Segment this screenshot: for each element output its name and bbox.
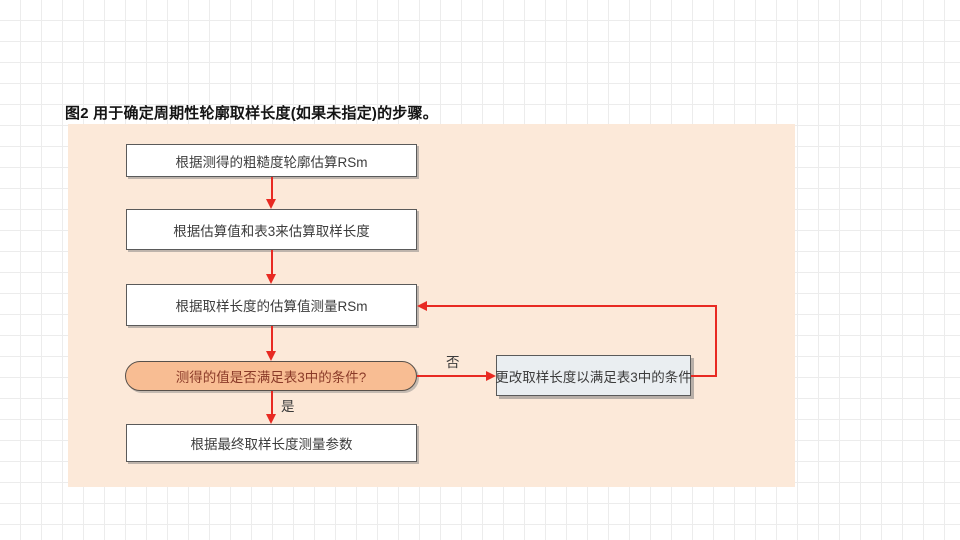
connector-line-1 xyxy=(270,177,273,200)
flow-node-adjust-length: 更改取样长度以满足表3中的条件 xyxy=(495,355,692,396)
arrow-right-icon xyxy=(486,371,496,381)
flow-node-measure-params: 根据最终取样长度测量参数 xyxy=(126,424,417,462)
arrow-down-icon xyxy=(266,274,276,284)
flow-node-condition-check: 测得的值是否满足表3中的条件? xyxy=(125,361,417,391)
arrow-down-icon xyxy=(266,199,276,209)
flow-node-estimate-length: 根据估算值和表3来估算取样长度 xyxy=(126,209,417,250)
flow-node-estimate-rsm: 根据测得的粗糙度轮廓估算RSm xyxy=(126,144,417,177)
feedback-line-bottom xyxy=(691,375,717,377)
connector-line-yes xyxy=(270,391,273,415)
connector-line-no xyxy=(417,375,487,377)
connector-line-3 xyxy=(270,326,273,352)
figure-caption: 图2 用于确定周期性轮廓取样长度(如果未指定)的步骤。 xyxy=(65,105,438,122)
arrow-down-icon xyxy=(266,414,276,424)
connector-line-2 xyxy=(270,250,273,275)
arrow-left-icon xyxy=(417,301,427,311)
feedback-line-vertical xyxy=(715,305,717,377)
edge-label-yes: 是 xyxy=(281,399,295,414)
arrow-down-icon xyxy=(266,351,276,361)
edge-label-no: 否 xyxy=(446,355,460,370)
flow-node-measure-rsm: 根据取样长度的估算值测量RSm xyxy=(126,284,417,326)
feedback-line-top xyxy=(427,305,717,307)
